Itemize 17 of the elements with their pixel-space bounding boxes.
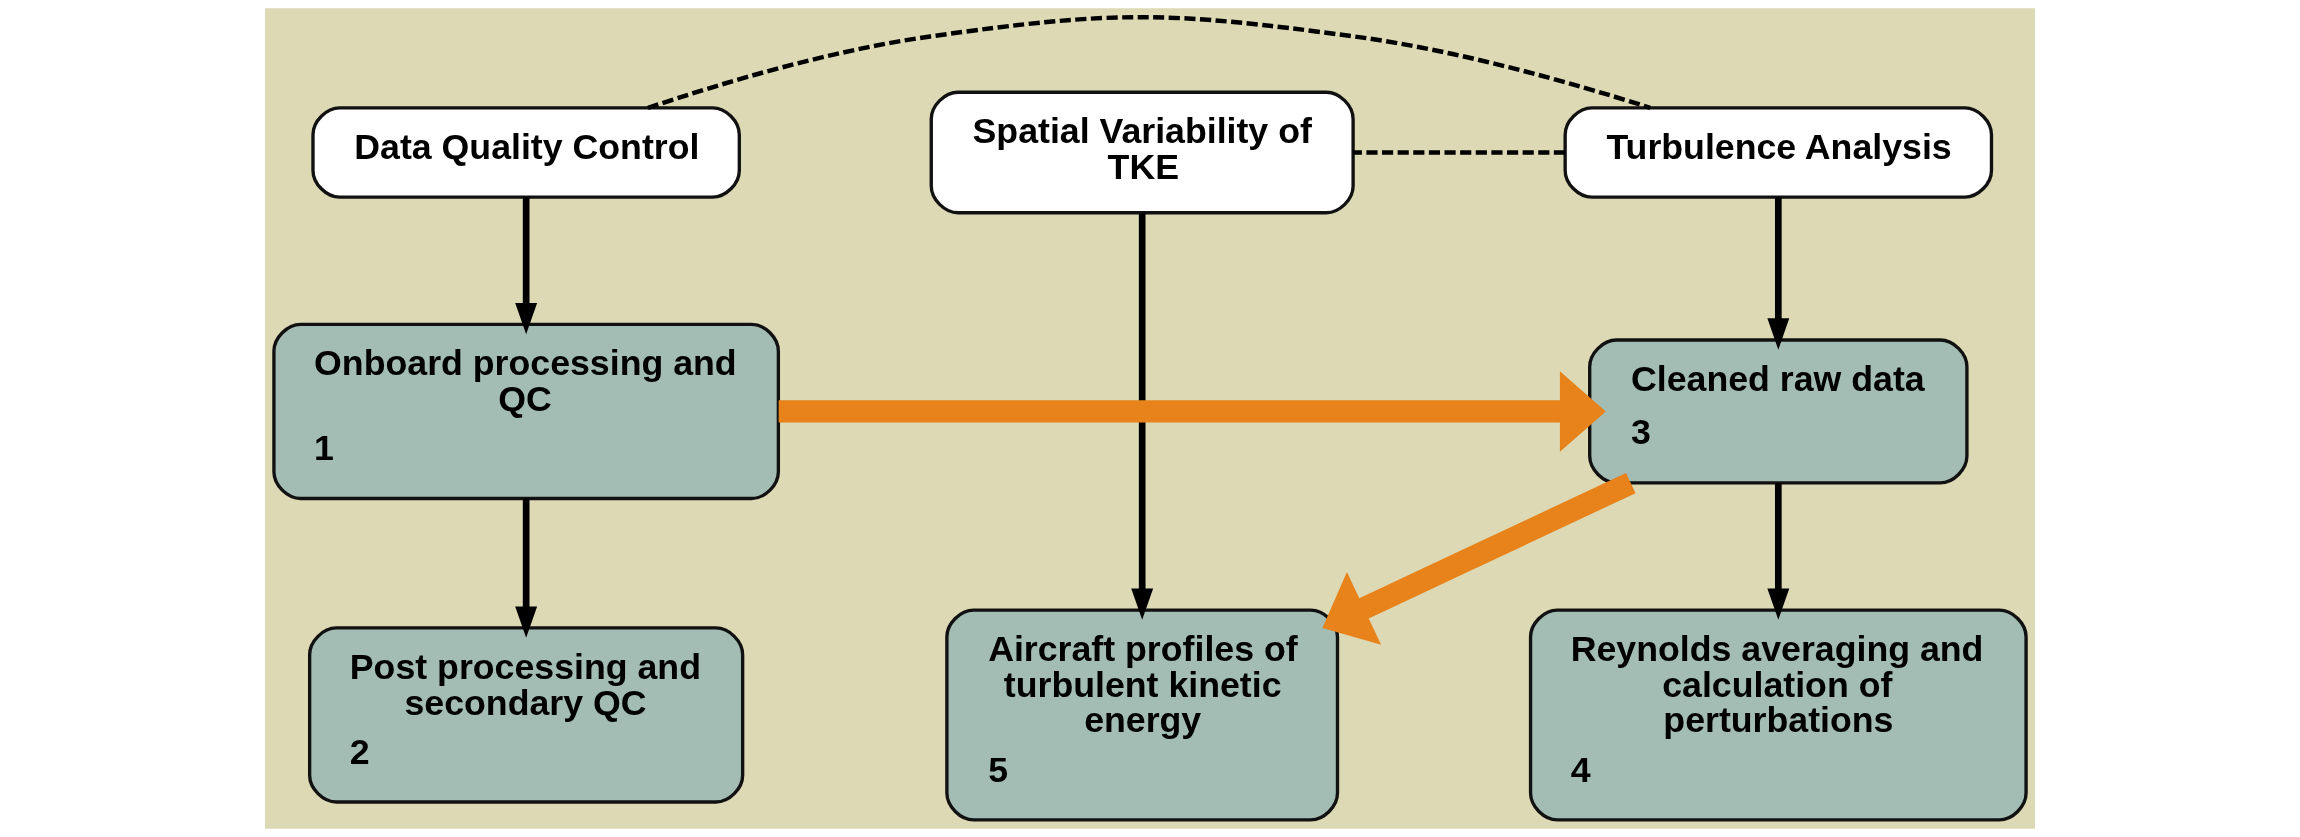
- node-box: Onboard processing and QC 1: [272, 322, 781, 501]
- node-box: Cleaned raw data 3: [1588, 338, 1969, 485]
- arrow: [1767, 197, 1790, 350]
- node-box: Reynolds averaging and calculation of perturbations 4: [1528, 608, 2028, 822]
- arrow: [1322, 472, 1636, 645]
- node-box: Spatial Variability of TKE: [929, 90, 1355, 215]
- node-box: Post processing and secondary QC 2: [307, 626, 745, 804]
- connector: [1353, 150, 1565, 155]
- arrow: [515, 498, 538, 638]
- arrow: [1767, 483, 1790, 620]
- node-box: Aircraft profiles of turbulent kinetic energy 5: [945, 608, 1340, 822]
- arrow: [778, 371, 1606, 452]
- node-box: Data Quality Control: [311, 106, 741, 199]
- arrow: [1131, 213, 1154, 620]
- node-box: Turbulence Analysis: [1563, 106, 1994, 199]
- connector: [647, 15, 1651, 110]
- arrow: [515, 197, 538, 335]
